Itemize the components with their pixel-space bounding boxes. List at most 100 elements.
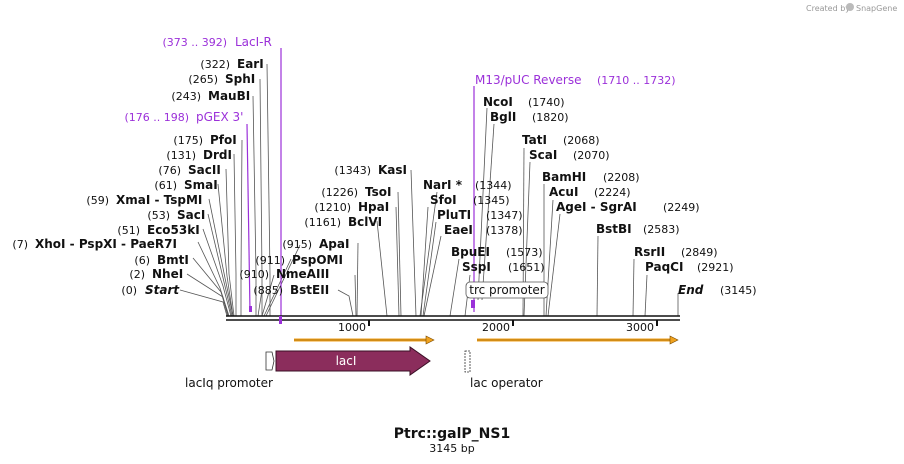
site-pos: (1161) bbox=[304, 216, 341, 229]
site-pos: (911) bbox=[255, 254, 285, 267]
mid-sites: (885) BstEII (910) NmeAIII (911) PspOMI … bbox=[239, 163, 407, 297]
site-pos: (1378) bbox=[486, 224, 523, 237]
lacIq-promoter-feature: lacIq promoter bbox=[185, 351, 275, 390]
site-pos: (1343) bbox=[334, 164, 371, 177]
site-pos: (2070) bbox=[573, 149, 610, 162]
site-name: PluTI bbox=[437, 208, 471, 222]
site-pos: (76) bbox=[158, 164, 181, 177]
site-name: RsrII bbox=[634, 245, 665, 259]
tick-label-3000: 3000 bbox=[626, 321, 654, 334]
site-name: EaeI bbox=[444, 223, 473, 237]
site-name: BamHI bbox=[542, 170, 586, 184]
site-name: KasI bbox=[378, 163, 407, 177]
site-name: DrdI bbox=[203, 148, 232, 162]
site-pos: (1226) bbox=[321, 186, 358, 199]
site-name: Eco53kI bbox=[147, 223, 200, 237]
left-sites: (0) Start (2) NheI (6) BmtI (7) XhoI - P… bbox=[12, 57, 263, 297]
primer-labels: (373 .. 392) LacI-R (176 .. 198) pGEX 3'… bbox=[124, 35, 675, 124]
site-pos: (885) bbox=[253, 284, 283, 297]
site-pos: (175) bbox=[173, 134, 203, 147]
site-pos: (1820) bbox=[532, 111, 569, 124]
site-name: NheI bbox=[152, 267, 183, 281]
site-pos: (322) bbox=[200, 58, 230, 71]
site-pos: (3145) bbox=[720, 284, 757, 297]
lacIq-promoter-label: lacIq promoter bbox=[185, 376, 273, 390]
primer-m13-mark bbox=[471, 300, 475, 308]
site-pos: (1210) bbox=[314, 201, 351, 214]
primer-m13-range: (1710 .. 1732) bbox=[597, 74, 676, 87]
site-pos: (2921) bbox=[697, 261, 734, 274]
site-name: BstBI bbox=[596, 222, 632, 236]
site-name: SfoI bbox=[430, 193, 457, 207]
site-name: NarI * bbox=[423, 178, 463, 192]
primer-pgex3-range: (176 .. 198) bbox=[124, 111, 189, 124]
site-pos: (1345) bbox=[473, 194, 510, 207]
site-name: SmaI bbox=[184, 178, 218, 192]
site-name: SphI bbox=[225, 72, 255, 86]
credit-prefix: Created by bbox=[806, 4, 850, 13]
site-pos: (6) bbox=[134, 254, 150, 267]
site-name: NmeAIII bbox=[276, 267, 329, 281]
site-name: TsoI bbox=[365, 185, 391, 199]
site-name: PaqCI bbox=[645, 260, 683, 274]
site-name: AgeI - SgrAI bbox=[556, 200, 637, 214]
primer-m13-name: M13/pUC Reverse bbox=[475, 73, 582, 87]
map-length: 3145 bp bbox=[429, 442, 474, 455]
site-pos: (915) bbox=[282, 238, 312, 251]
site-pos: (910) bbox=[239, 268, 269, 281]
primer-lacI-r-range: (373 .. 392) bbox=[162, 36, 227, 49]
site-name: BclVI bbox=[348, 215, 382, 229]
primer-lacI-r-mark bbox=[279, 316, 282, 324]
site-name: BstEII bbox=[290, 283, 329, 297]
site-name: ApaI bbox=[319, 237, 349, 251]
site-pos: (61) bbox=[154, 179, 177, 192]
lac-operator-label: lac operator bbox=[470, 376, 543, 390]
site-pos: (2849) bbox=[681, 246, 718, 259]
site-pos: (1740) bbox=[528, 96, 565, 109]
site-name: NcoI bbox=[483, 95, 513, 109]
site-pos: (53) bbox=[147, 209, 170, 222]
site-name: ScaI bbox=[529, 148, 557, 162]
site-pos: (2) bbox=[129, 268, 145, 281]
map-title: Ptrc::galP_NS1 bbox=[394, 426, 510, 442]
site-name: TatI bbox=[522, 133, 547, 147]
site-name: PspOMI bbox=[292, 253, 343, 267]
site-name: MauBI bbox=[208, 89, 250, 103]
site-pos: (2068) bbox=[563, 134, 600, 147]
site-pos: (265) bbox=[188, 73, 218, 86]
orf-arrows bbox=[294, 335, 679, 345]
site-name: BglI bbox=[490, 110, 516, 124]
primer-pgex3-name: pGEX 3' bbox=[196, 110, 243, 124]
site-pos: (0) bbox=[121, 284, 137, 297]
site-pos: (2208) bbox=[603, 171, 640, 184]
site-name: XmaI - TspMI bbox=[116, 193, 202, 207]
site-name: SacI bbox=[177, 208, 205, 222]
trc-promoter-label: trc promoter bbox=[469, 283, 545, 297]
site-pos: (131) bbox=[166, 149, 196, 162]
credit: Created by SnapGene bbox=[806, 3, 897, 13]
site-pos: (51) bbox=[117, 224, 140, 237]
site-pos: (2583) bbox=[643, 223, 680, 236]
snapgene-logo-icon bbox=[846, 3, 854, 11]
site-pos: (243) bbox=[171, 90, 201, 103]
site-pos: (1344) bbox=[475, 179, 512, 192]
site-name: PfoI bbox=[210, 133, 237, 147]
tick-label-2000: 2000 bbox=[482, 321, 510, 334]
site-name: XhoI - PspXI - PaeR7I bbox=[35, 237, 177, 251]
lacI-label: lacI bbox=[336, 354, 357, 368]
site-pos: (2249) bbox=[663, 201, 700, 214]
site-name: End bbox=[678, 283, 704, 297]
site-name: BmtI bbox=[157, 253, 189, 267]
site-pos: (1347) bbox=[486, 209, 523, 222]
site-name: HpaI bbox=[358, 200, 389, 214]
center-sites: NarI * (1344) SfoI (1345) PluTI (1347) E… bbox=[423, 178, 545, 274]
site-leader-lines bbox=[179, 63, 679, 317]
right-sites: NcoI (1740) BglI (1820) TatI (2068) ScaI… bbox=[483, 95, 757, 297]
site-pos: (1573) bbox=[506, 246, 543, 259]
site-name: AcuI bbox=[549, 185, 578, 199]
primer-leader-lines bbox=[246, 48, 475, 322]
lacI-feature: lacI bbox=[275, 346, 431, 376]
trc-promoter-feature: trc promoter bbox=[465, 281, 549, 299]
tick-label-1000: 1000 bbox=[338, 321, 366, 334]
